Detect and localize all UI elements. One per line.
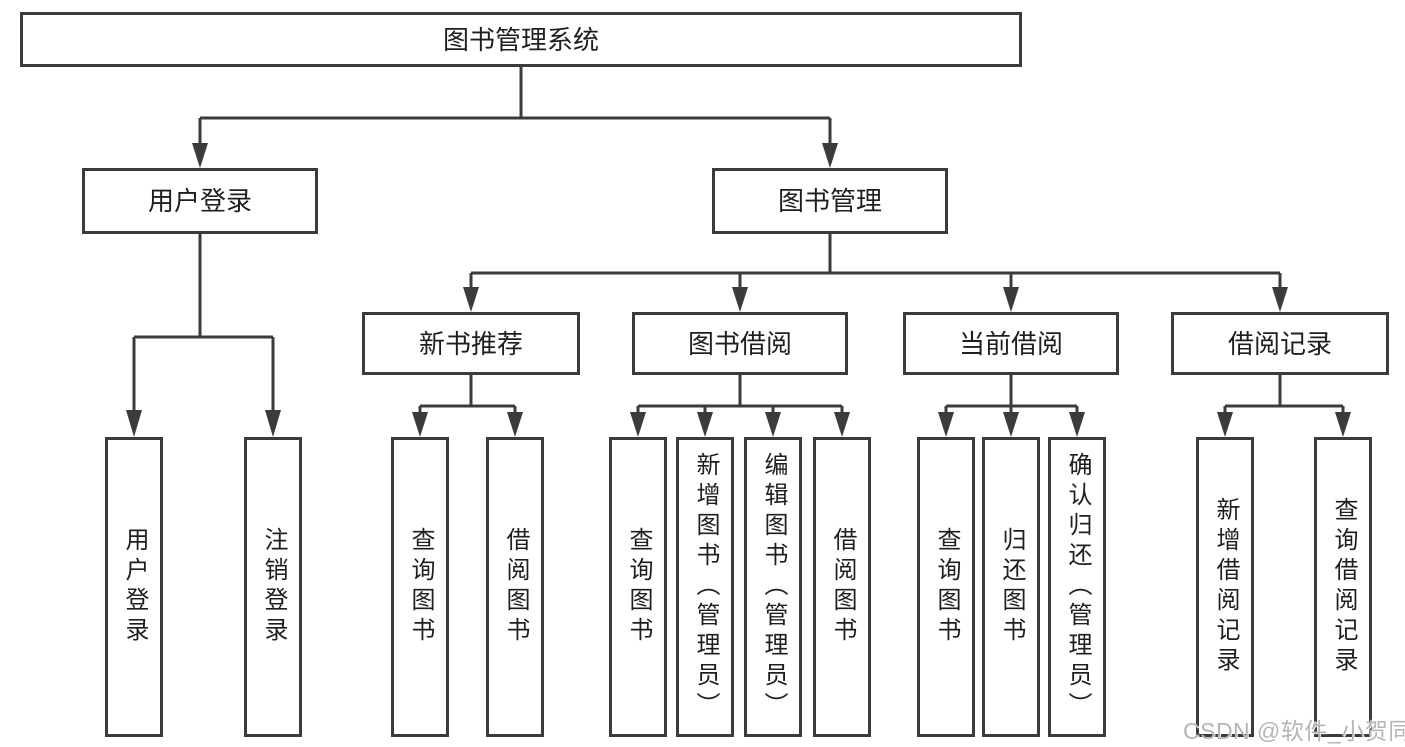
leaf-current-return: 归还图书 <box>982 437 1040 737</box>
leaf-newbook-query: 查询图书 <box>391 437 449 737</box>
leaf-logout: 注销登录 <box>244 437 302 737</box>
node-root: 图书管理系统 <box>20 12 1022 67</box>
node-current-borrow: 当前借阅 <box>903 312 1119 375</box>
leaf-current-query: 查询图书 <box>917 437 975 737</box>
leaf-records-add: 新增借阅记录 <box>1196 437 1254 737</box>
leaf-records-query: 查询借阅记录 <box>1314 437 1372 737</box>
leaf-borrow-edit-admin: 编辑图书（管理员） <box>744 437 802 737</box>
leaf-newbook-borrow: 借阅图书 <box>486 437 544 737</box>
node-borrow-records: 借阅记录 <box>1171 312 1389 375</box>
leaf-current-confirm-admin: 确认归还（管理员） <box>1048 437 1106 737</box>
node-user-login: 用户登录 <box>82 168 318 234</box>
node-new-book-recommend: 新书推荐 <box>362 312 580 375</box>
leaf-borrow-query: 查询图书 <box>609 437 667 737</box>
csdn-watermark: CSDN @软件_小贺同学 <box>1183 718 1405 744</box>
node-book-management: 图书管理 <box>712 168 948 234</box>
node-book-borrow: 图书借阅 <box>632 312 848 375</box>
leaf-borrow-add-admin: 新增图书（管理员） <box>676 437 734 737</box>
leaf-user-login: 用户登录 <box>105 437 163 737</box>
leaf-borrow-lend: 借阅图书 <box>813 437 871 737</box>
